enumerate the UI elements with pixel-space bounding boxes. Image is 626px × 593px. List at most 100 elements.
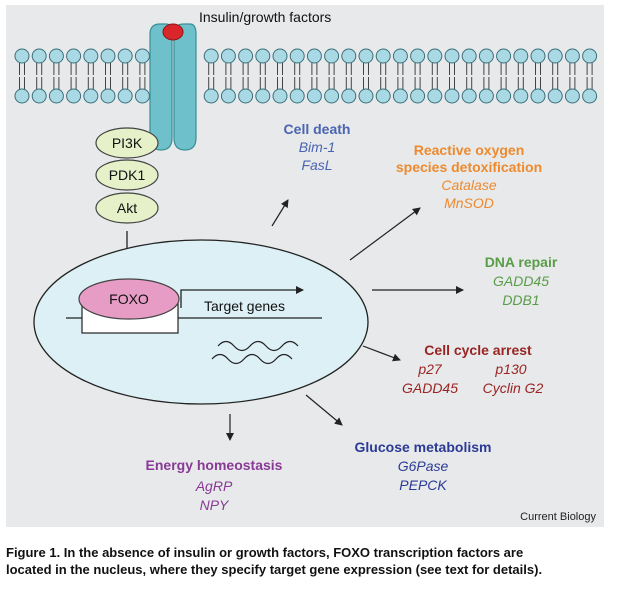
- ligand-label: Insulin/growth factors: [199, 9, 331, 25]
- lipid-head: [341, 48, 357, 64]
- gene-label: p130: [494, 361, 526, 377]
- output-energy-homeostasis: Energy homeostasis AgRP NPY: [146, 457, 283, 513]
- cell-membrane: [14, 48, 598, 104]
- lipid-head: [530, 88, 546, 104]
- lipid-head: [14, 88, 30, 104]
- gene-label: GADD45: [402, 380, 458, 396]
- lipid-head: [272, 48, 288, 64]
- insulin-receptor: [149, 23, 197, 151]
- gene-label: NPY: [200, 497, 230, 513]
- lipid-head: [31, 48, 47, 64]
- lipid-head: [14, 48, 30, 64]
- lipid-head: [513, 88, 529, 104]
- lipid-head: [220, 48, 236, 64]
- lipid-head: [478, 88, 494, 104]
- output-dna-repair: DNA repair GADD45 DDB1: [485, 254, 558, 308]
- lipid-head: [547, 88, 563, 104]
- lipid-head: [582, 88, 598, 104]
- foxo-label: FOXO: [109, 291, 149, 307]
- gene-label: Bim-1: [299, 139, 336, 155]
- gene-label: FasL: [301, 157, 332, 173]
- journal-credit: Current Biology: [520, 511, 596, 523]
- gene-label: GADD45: [493, 273, 549, 289]
- ligand-icon: [162, 23, 184, 41]
- foxo-pathway-diagram: Insulin/growth factors PI3K PDK1 Akt FOX…: [6, 5, 604, 527]
- lipid-head: [272, 88, 288, 104]
- lipid-head: [306, 88, 322, 104]
- gene-label: PEPCK: [399, 477, 447, 493]
- target-genes-label: Target genes: [204, 298, 285, 314]
- lipid-head: [324, 48, 340, 64]
- lipid-head: [392, 48, 408, 64]
- lipid-head: [547, 48, 563, 64]
- gene-label: MnSOD: [444, 195, 494, 211]
- mrna-transcript: [217, 340, 299, 352]
- lipid-head: [48, 48, 64, 64]
- output-glucose-metabolism: Glucose metabolism G6Pase PEPCK: [355, 439, 492, 493]
- lipid-head: [83, 88, 99, 104]
- lipid-head: [100, 48, 116, 64]
- output-cell-cycle-arrest: Cell cycle arrest p27 p130 GADD45 Cyclin…: [402, 342, 544, 396]
- lipid-head: [238, 88, 254, 104]
- lipid-head: [220, 88, 236, 104]
- lipid-head: [117, 88, 133, 104]
- lipid-head: [358, 48, 374, 64]
- lipid-head: [48, 88, 64, 104]
- lipid-head: [117, 48, 133, 64]
- lipid-head: [496, 48, 512, 64]
- lipid-head: [306, 48, 322, 64]
- output-title: Cell death: [284, 121, 351, 137]
- lipid-head: [427, 88, 443, 104]
- kinase-pi3k: PI3K: [95, 127, 159, 159]
- lipid-head: [255, 48, 271, 64]
- gene-label: G6Pase: [398, 458, 449, 474]
- lipid-head: [564, 88, 580, 104]
- lipid-head: [461, 48, 477, 64]
- arrow-to-cell-cycle: [362, 345, 401, 362]
- lipid-head: [203, 88, 219, 104]
- lipid-head: [238, 48, 254, 64]
- kinase-pdk1: PDK1: [95, 159, 159, 191]
- lipid-head: [324, 88, 340, 104]
- gene-label: Cyclin G2: [483, 380, 544, 396]
- lipid-head: [134, 48, 150, 64]
- lipid-head: [375, 88, 391, 104]
- caption-line: located in the nucleus, where they speci…: [6, 562, 543, 577]
- lipid-head: [582, 48, 598, 64]
- figure-caption: Figure 1. In the absence of insulin or g…: [6, 544, 618, 578]
- lipid-head: [289, 88, 305, 104]
- lipid-head: [444, 48, 460, 64]
- kinase-akt: Akt: [95, 192, 159, 224]
- lipid-head: [427, 48, 443, 64]
- mrna-transcript: [211, 353, 293, 365]
- transcription-arrow: [180, 286, 304, 308]
- gene-label: p27: [417, 361, 443, 377]
- output-title: species detoxification: [396, 159, 542, 175]
- lipid-head: [513, 48, 529, 64]
- output-title: Cell cycle arrest: [424, 342, 532, 358]
- lipid-head: [392, 88, 408, 104]
- lipid-head: [83, 48, 99, 64]
- lipid-head: [31, 88, 47, 104]
- lipid-head: [444, 88, 460, 104]
- kinase-label: PI3K: [112, 135, 143, 151]
- lipid-head: [530, 48, 546, 64]
- kinase-label: Akt: [117, 200, 137, 216]
- lipid-head: [375, 48, 391, 64]
- lipid-head: [341, 88, 357, 104]
- lipid-head: [134, 88, 150, 104]
- gene-label: Catalase: [441, 177, 496, 193]
- output-title: Glucose metabolism: [355, 439, 492, 455]
- lipid-head: [564, 48, 580, 64]
- lipid-head: [203, 48, 219, 64]
- lipid-head: [358, 88, 374, 104]
- caption-line: Figure 1. In the absence of insulin or g…: [6, 545, 524, 560]
- lipid-head: [66, 88, 82, 104]
- arrow-to-ros: [349, 207, 421, 261]
- lipid-head: [410, 88, 426, 104]
- output-title: Reactive oxygen: [414, 142, 525, 158]
- gene-label: DDB1: [502, 292, 539, 308]
- output-ros-detoxification: Reactive oxygen species detoxification C…: [396, 142, 542, 211]
- lipid-head: [66, 48, 82, 64]
- output-cell-death: Cell death Bim-1 FasL: [284, 121, 351, 173]
